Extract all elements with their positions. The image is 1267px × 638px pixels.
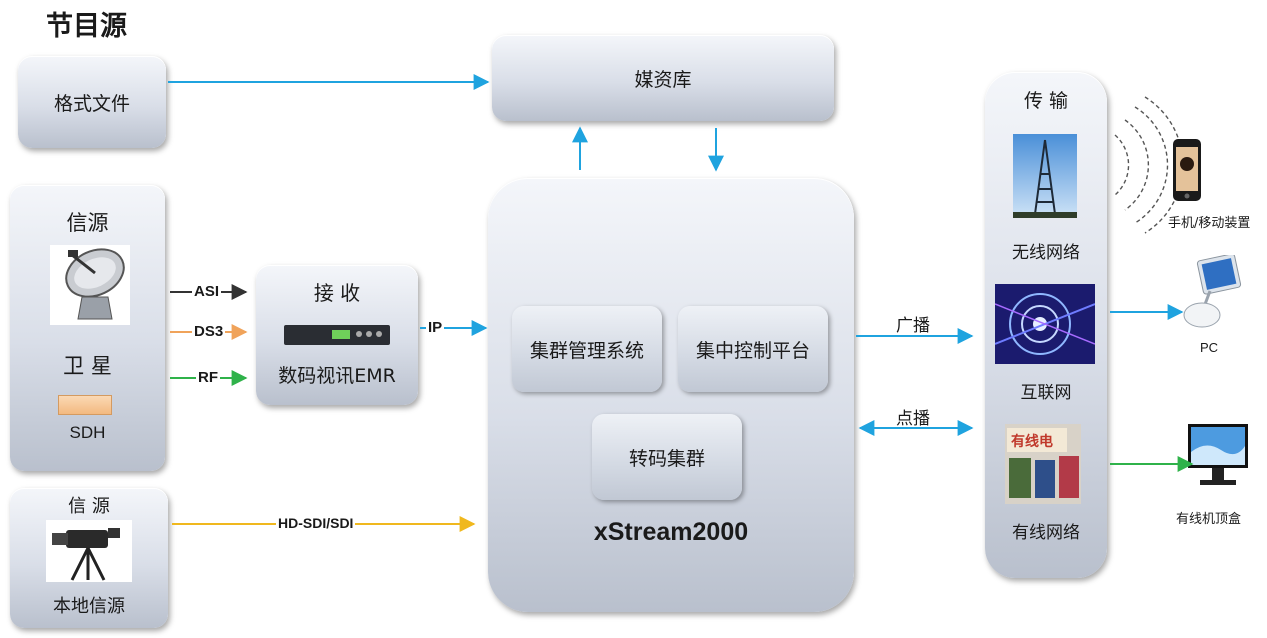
camera-icon xyxy=(46,520,132,582)
cable-tv-icon: 有线电 xyxy=(1005,424,1081,504)
mobile-label: 手机/移动装置 xyxy=(1168,216,1251,231)
hdsdi-tag: HD-SDI/SDI xyxy=(276,515,356,531)
internet-label: 互联网 xyxy=(1020,383,1072,403)
cluster-management-box: 集群管理系统 xyxy=(512,306,662,392)
asi-tag: ASI xyxy=(192,283,222,300)
diagram-title: 节目源 xyxy=(46,11,127,42)
ds3-tag: DS3 xyxy=(192,323,226,340)
media-library-box: 媒资库 xyxy=(492,35,834,121)
local-source-heading: 信 源 xyxy=(68,496,110,517)
central-control-box: 集中控制平台 xyxy=(678,306,828,392)
rf-tag: RF xyxy=(196,369,220,386)
wireless-label: 无线网络 xyxy=(1012,243,1080,263)
format-file-box: 格式文件 xyxy=(18,56,166,148)
vod-label: 点播 xyxy=(896,409,930,429)
ip-tag: IP xyxy=(426,319,445,336)
receiver-box: 接 收 数码视讯EMR xyxy=(256,265,418,405)
transcode-cluster-label: 转码集群 xyxy=(628,447,705,470)
cable-label: 有线网络 xyxy=(1012,523,1080,543)
wireless-tower-icon xyxy=(1013,134,1077,218)
signal-source-box: 信源 卫 星 SDH xyxy=(10,185,165,471)
pc-icon xyxy=(1180,255,1242,330)
stb-monitor-icon xyxy=(1186,422,1250,490)
cluster-management-label: 集群管理系统 xyxy=(529,339,644,362)
pc-label: PC xyxy=(1200,340,1219,355)
sdh-bar-icon xyxy=(58,395,112,415)
emr-device-icon xyxy=(284,325,390,345)
internet-graphic-icon xyxy=(995,284,1095,364)
receiver-device-label: 数码视讯EMR xyxy=(278,365,396,387)
satellite-label: 卫 星 xyxy=(63,354,112,378)
signal-source-heading: 信源 xyxy=(66,211,109,235)
svg-text:有线电: 有线电 xyxy=(1011,433,1053,450)
mobile-phone-icon xyxy=(1172,138,1202,202)
xstream-box: 集群管理系统 集中控制平台 转码集群 xStream2000 xyxy=(488,178,854,612)
receiver-heading: 接 收 xyxy=(313,281,361,305)
transcode-cluster-box: 转码集群 xyxy=(592,414,742,500)
transport-box: 传 输 无线网络 互联网 有线电 有线网络 xyxy=(985,72,1107,578)
transport-heading: 传 输 xyxy=(1023,90,1069,112)
stb-label: 有线机顶盒 xyxy=(1176,512,1242,527)
sdh-label: SDH xyxy=(69,423,106,442)
xstream-name: xStream2000 xyxy=(593,518,749,546)
media-library-label: 媒资库 xyxy=(634,68,692,91)
central-control-label: 集中控制平台 xyxy=(695,339,810,362)
format-file-label: 格式文件 xyxy=(53,92,130,115)
broadcast-label: 广播 xyxy=(896,316,930,336)
wireless-waves-icon xyxy=(1114,96,1184,234)
local-source-label: 本地信源 xyxy=(53,596,125,617)
local-source-box: 信 源 本地信源 xyxy=(10,488,168,628)
satellite-dish-icon xyxy=(50,245,130,325)
